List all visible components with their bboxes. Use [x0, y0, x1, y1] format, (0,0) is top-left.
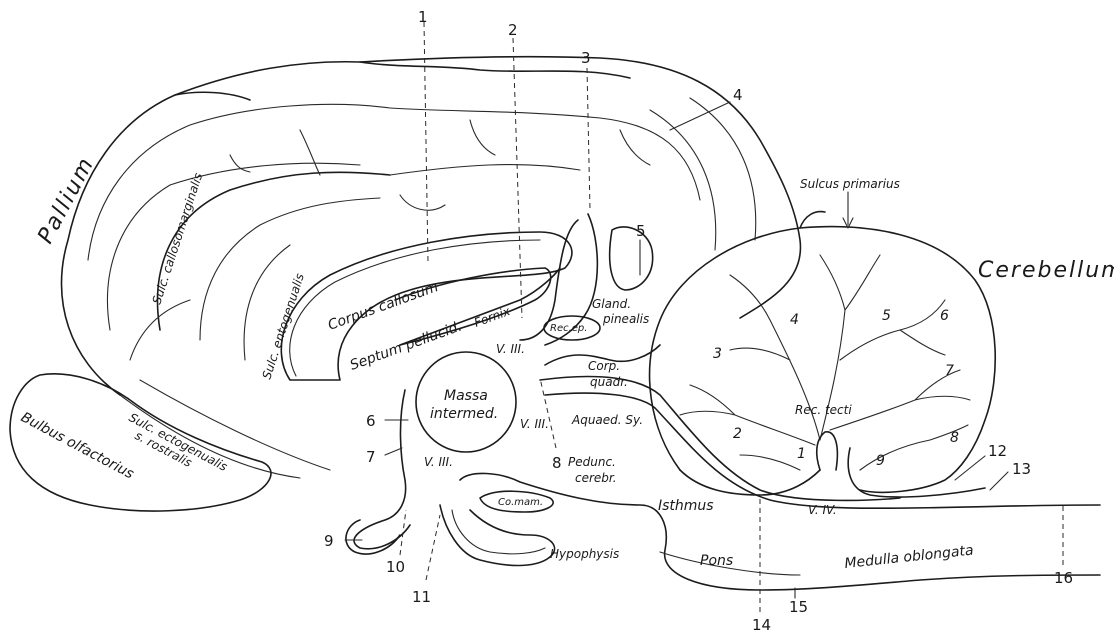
- label-corp-quadr-1: Corp.: [588, 359, 620, 373]
- recessus-tecti-shape: [817, 432, 838, 470]
- gyrus-line: [88, 104, 390, 260]
- ref-8: 8: [552, 454, 562, 472]
- gyrus-line: [470, 120, 495, 155]
- leader-3: [587, 68, 590, 210]
- leader-10: [400, 510, 406, 555]
- gyrus-line: [390, 108, 700, 200]
- ref-4: 4: [733, 86, 743, 104]
- label-gland-pinealis-2: pinealis: [602, 312, 649, 326]
- ref-10: 10: [386, 558, 405, 576]
- label-corp-quadr-2: quadr.: [590, 375, 628, 389]
- label-isthmus: Isthmus: [658, 498, 714, 514]
- lobule-5: 5: [882, 308, 891, 324]
- label-massa-1: Massa: [444, 388, 488, 404]
- ref-2: 2: [508, 21, 518, 39]
- label-pons: Pons: [700, 553, 733, 569]
- label-hypophysis: Hypophysis: [550, 547, 619, 561]
- leader-4: [670, 102, 730, 130]
- label-fornix: Fornix: [472, 304, 513, 330]
- label-v4: V. IV.: [808, 503, 837, 517]
- ref-5: 5: [636, 222, 646, 240]
- label-co-mam: Co.mam.: [498, 497, 543, 508]
- leader-11: [426, 515, 440, 580]
- label-rec-ep: Rec.ep.: [550, 323, 587, 334]
- leader-8: [540, 378, 556, 448]
- ref-14: 14: [752, 616, 771, 634]
- ref-13: 13: [1012, 460, 1031, 478]
- lobule-9: 9: [876, 453, 885, 469]
- corpus-callosum-shape: [281, 232, 572, 380]
- lobule-4: 4: [790, 312, 799, 328]
- lobule-8: 8: [950, 430, 959, 446]
- cerebellum-underside: [680, 470, 820, 495]
- label-bulbus-olfactorius: Bulbus olfactorius: [18, 409, 136, 482]
- label-gland-pinealis-1: Gland.: [592, 297, 631, 311]
- ref-1: 1: [418, 8, 428, 26]
- lobule-1: 1: [797, 446, 806, 462]
- ref-3: 3: [581, 49, 591, 67]
- gyrus-line: [620, 130, 650, 165]
- leader-7: [385, 448, 402, 455]
- gyrus-line: [650, 110, 716, 250]
- third-ventricle-wall: [354, 390, 410, 549]
- gyrus-line: [300, 130, 320, 175]
- label-corpus-callosum: Corpus callosum: [326, 279, 441, 334]
- cerebellum-outline: [650, 227, 996, 493]
- label-massa-2: intermed.: [430, 406, 498, 422]
- arbor-vitae: [680, 255, 970, 470]
- label-sulcus-primarius: Sulcus primarius: [800, 177, 900, 191]
- gyrus-line: [400, 195, 445, 210]
- label-v3-b: V. III.: [520, 417, 549, 431]
- label-cerebellum: Cerebellum: [978, 258, 1114, 283]
- ref-12: 12: [988, 442, 1007, 460]
- label-rec-tecti: Rec. tecti: [795, 403, 852, 417]
- lobule-2: 2: [733, 426, 742, 442]
- ref-15: 15: [789, 598, 808, 616]
- hypophysis-shape: [440, 505, 555, 565]
- hypophysis-inner: [452, 510, 545, 554]
- pineal-gland-shape: [610, 227, 653, 290]
- ref-9: 9: [324, 532, 334, 550]
- gyrus-line: [390, 165, 580, 175]
- lobule-3: 3: [713, 346, 722, 362]
- lobule-6: 6: [940, 308, 949, 324]
- label-pedunc-1: Pedunc.: [568, 455, 616, 469]
- label-medulla: Medulla oblongata: [844, 543, 975, 572]
- leader-13: [990, 472, 1008, 490]
- label-pedunc-2: cerebr.: [575, 471, 617, 485]
- ref-7: 7: [366, 448, 376, 466]
- label-v3-c: V. III.: [424, 455, 453, 469]
- outline-detail: [175, 92, 250, 100]
- label-v3-a: V. III.: [496, 342, 525, 356]
- label-sulc-callosomarginalis: Sulc. callosomarginalis: [150, 171, 206, 306]
- ref-16: 16: [1054, 569, 1073, 587]
- label-aquaed-sy: Aquaed. Sy.: [571, 413, 643, 427]
- ref-11: 11: [412, 588, 431, 606]
- ref-6: 6: [366, 412, 376, 430]
- sulcus-primarius-notch: [800, 212, 825, 228]
- lobule-7: 7: [945, 363, 954, 379]
- label-pallium: Pallium: [33, 153, 99, 248]
- label-septum-pellucid: Septum pellucid.: [348, 318, 464, 373]
- brainstem-lower-outline: [460, 473, 1100, 590]
